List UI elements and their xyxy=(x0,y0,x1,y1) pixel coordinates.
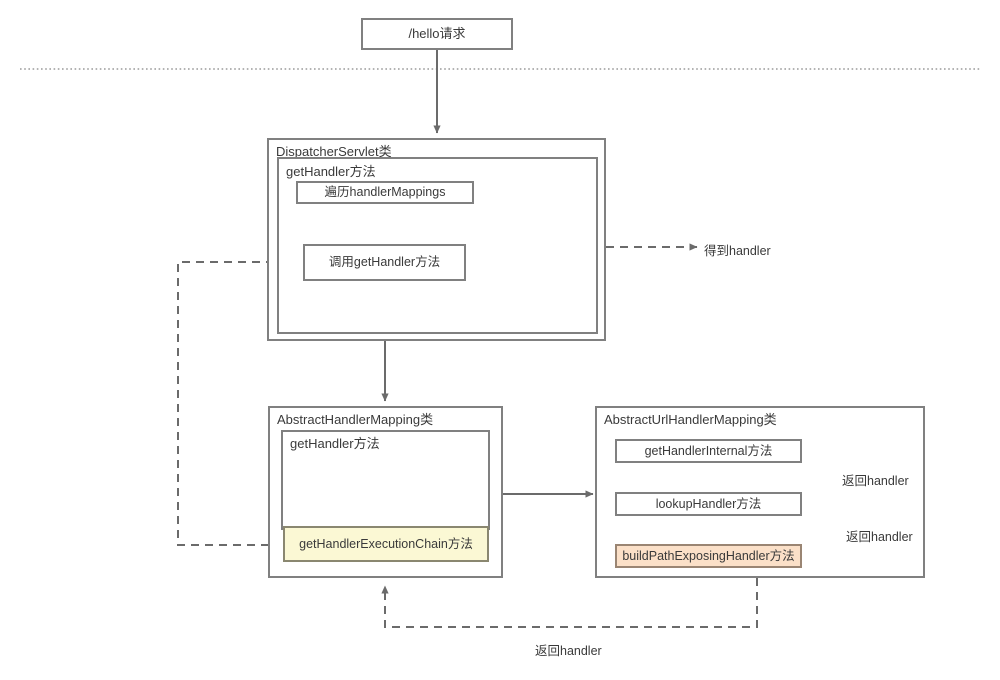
entry-request-label: /hello请求 xyxy=(408,26,466,42)
step-traverse-handlermappings-label: 遍历handlerMappings xyxy=(324,185,446,199)
abstracthandlermapping-class-label: AbstractHandlerMapping类 xyxy=(277,412,434,427)
edge-bottom-return-handler xyxy=(381,578,758,628)
dispatcherservlet-class-label: DispatcherServlet类 xyxy=(276,144,392,159)
step-gethandlerinternal-label: getHandlerInternal方法 xyxy=(644,443,773,458)
step-buildpathexposinghandler-label: buildPathExposingHandler方法 xyxy=(622,548,795,563)
step-invoke-gethandler[interactable]: 调用getHandler方法 xyxy=(303,244,466,281)
abstracthandlermapping-gethandler-method-label: getHandler方法 xyxy=(290,436,380,451)
step-gethandlerinternal[interactable]: getHandlerInternal方法 xyxy=(615,439,802,463)
label-return-handler-inner-1: 返回handler xyxy=(842,474,909,488)
step-lookuphandler[interactable]: lookupHandler方法 xyxy=(615,492,802,516)
step-traverse-handlermappings[interactable]: 遍历handlerMappings xyxy=(296,181,474,204)
step-gethandlerexecutionchain-label: getHandlerExecutionChain方法 xyxy=(299,536,473,551)
dispatcherservlet-gethandler-method-label: getHandler方法 xyxy=(286,164,376,179)
step-buildpathexposinghandler[interactable]: buildPathExposingHandler方法 xyxy=(615,544,802,568)
abstracthandlermapping-gethandler-method-container[interactable] xyxy=(281,430,490,530)
step-invoke-gethandler-label: 调用getHandler方法 xyxy=(328,255,441,269)
abstracturlhandlermapping-class-label: AbstractUrlHandlerMapping类 xyxy=(604,412,777,427)
step-lookuphandler-label: lookupHandler方法 xyxy=(655,496,762,511)
label-return-handler-inner-2: 返回handler xyxy=(846,530,913,544)
entry-request-box[interactable]: /hello请求 xyxy=(361,18,513,50)
step-gethandlerexecutionchain[interactable]: getHandlerExecutionChain方法 xyxy=(283,526,489,562)
label-return-handler-bottom: 返回handler xyxy=(535,644,602,658)
label-get-handler-output: 得到handler xyxy=(704,244,771,258)
